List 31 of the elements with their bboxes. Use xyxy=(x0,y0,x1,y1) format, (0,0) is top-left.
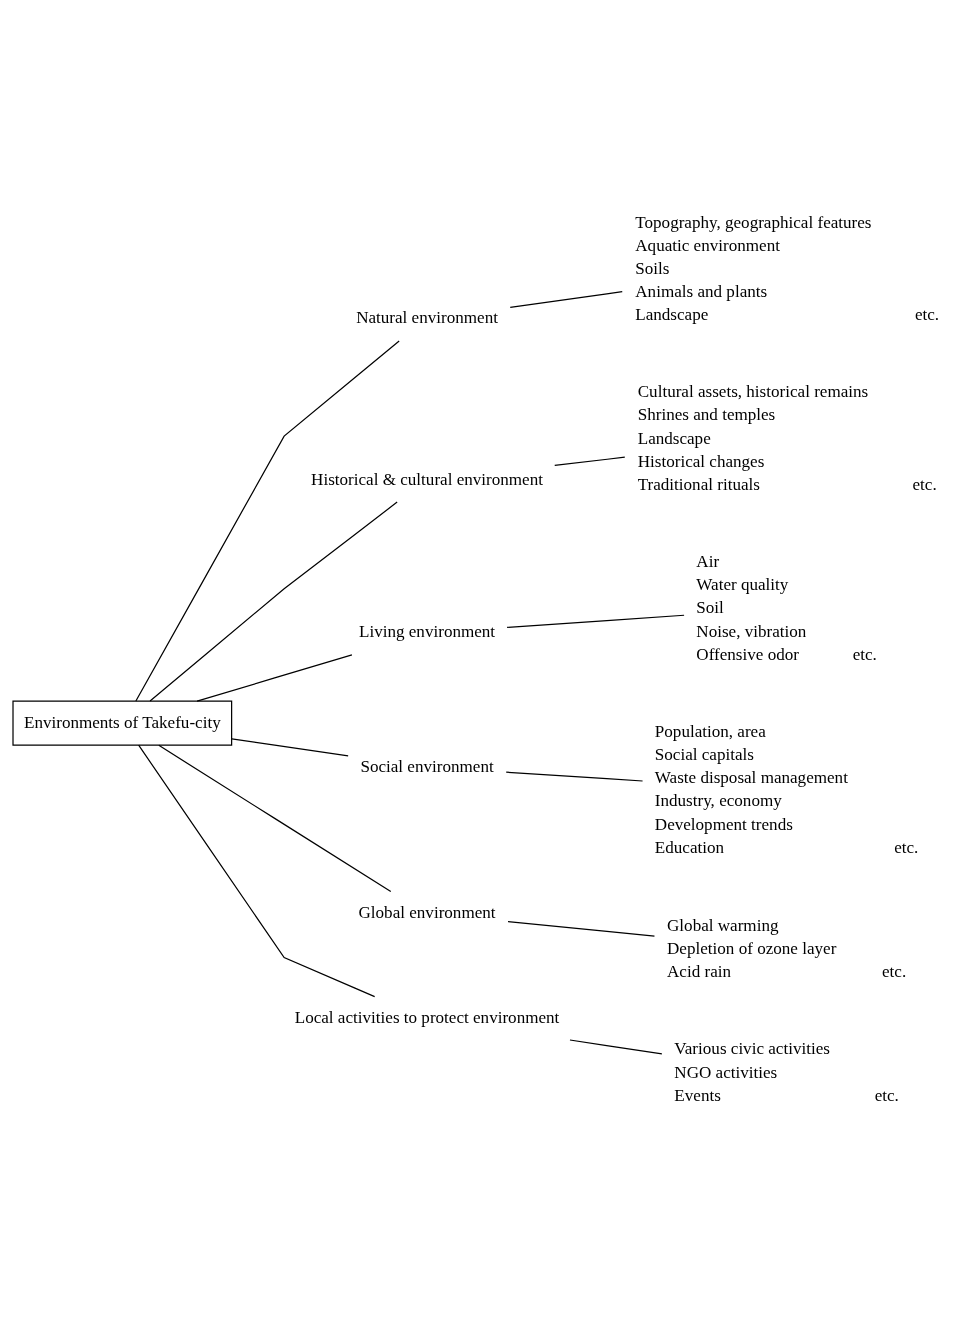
connector xyxy=(507,920,656,937)
node-label: etc. xyxy=(874,1085,899,1105)
connector xyxy=(505,771,644,782)
node-text: Historical & cultural environment xyxy=(311,469,543,489)
node-text: Cultural assets, historical remains Shrines and temples Landscape Historical changes Traditional rituals xyxy=(637,381,869,494)
node-text: Social environment xyxy=(360,756,494,776)
connector xyxy=(231,737,349,756)
node-label: etc. xyxy=(894,837,919,857)
connector xyxy=(135,339,400,702)
node-label: etc. xyxy=(914,304,940,324)
node-label: etc. xyxy=(912,474,937,494)
node-box: Environments of Takefu-city xyxy=(12,700,233,746)
node-text: Global environment xyxy=(358,902,496,922)
node-text: Population, area Social capitals Waste disposal management Industry, economy Development trends Education xyxy=(654,721,848,857)
node-label: etc. xyxy=(852,644,877,664)
node-text: Global warming Depletion of ozone layer Acid rain xyxy=(667,915,837,981)
node-text: Natural environment xyxy=(356,307,498,327)
connector xyxy=(509,290,623,308)
node-text: Topography, geographical features Aquatic environment Soils Animals and plants Landscape xyxy=(635,212,872,324)
node-text: Living environment xyxy=(358,621,496,641)
connector xyxy=(138,744,376,997)
connector xyxy=(158,744,392,892)
connector xyxy=(554,456,626,466)
node-text: Air Water quality Soil Noise, vibration Offensive odor xyxy=(696,551,807,664)
connector xyxy=(149,500,398,702)
node-label: etc. xyxy=(881,961,907,981)
connector xyxy=(196,653,353,702)
connector xyxy=(569,1038,663,1054)
node-text: Local activities to protect environment xyxy=(294,1007,560,1027)
node-text: Various civic activities NGO activities Events xyxy=(674,1038,830,1105)
connector xyxy=(506,614,685,628)
